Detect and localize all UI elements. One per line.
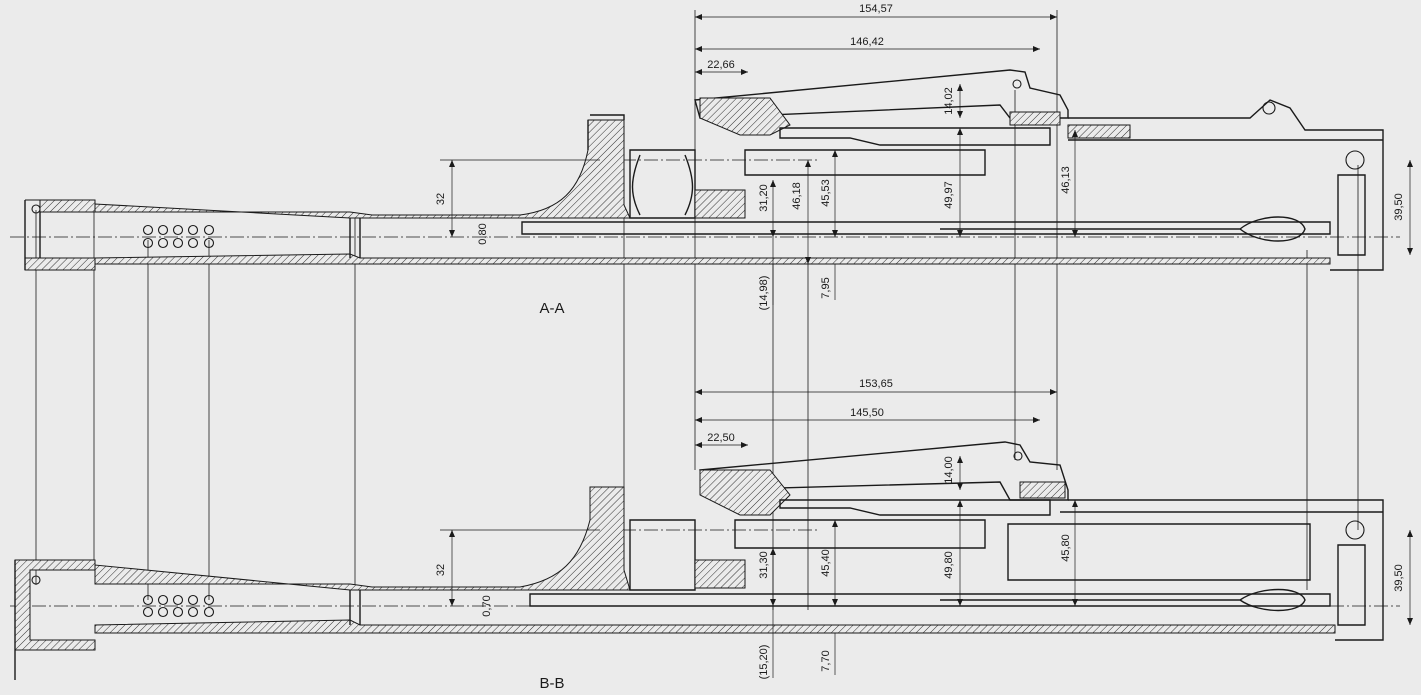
dim-h3-b: 45,40 <box>820 549 832 577</box>
dim-bore-height: 32 <box>435 193 447 205</box>
dim-lever-offset-b: 22,50 <box>707 432 735 444</box>
dim-overall-second-b: 145,50 <box>850 407 884 419</box>
vent-holes-a <box>142 224 215 249</box>
dim-lever-height-b: 14,00 <box>943 456 955 484</box>
dim-low-b: 7,70 <box>820 650 832 671</box>
dim-lever-offset: 22,66 <box>707 59 735 71</box>
dim-h1-b: 31,30 <box>758 551 770 579</box>
vent-holes-b <box>142 594 215 618</box>
dim-end-height-b: 39,50 <box>1393 564 1405 592</box>
section-label-b: B-B <box>539 675 564 692</box>
dim-h5-b: 45,80 <box>1060 534 1072 562</box>
dim-low: 7,95 <box>820 277 832 298</box>
dim-h5: 46,13 <box>1060 166 1072 194</box>
dimensions-b: 153,65 145,50 22,50 14,00 32 0,70 31,30 … <box>435 378 1413 680</box>
section-a-a: 154,57 146,42 22,66 14,02 32 0,80 31,20 … <box>10 3 1413 317</box>
section-b-b: 153,65 145,50 22,50 14,00 32 0,70 31,30 … <box>10 378 1413 692</box>
dim-bore-height-b: 32 <box>435 564 447 576</box>
dim-h3: 45,53 <box>820 179 832 207</box>
dim-h1: 31,20 <box>758 184 770 212</box>
section-label-a: A-A <box>539 300 564 317</box>
dim-h4: 49,97 <box>943 181 955 209</box>
dim-overall-top: 154,57 <box>859 3 893 15</box>
dim-h4-b: 49,80 <box>943 551 955 579</box>
dim-wall: 0,80 <box>477 223 489 244</box>
dim-wall-b: 0,70 <box>481 595 493 616</box>
dim-end-height: 39,50 <box>1393 193 1405 221</box>
dim-ref-b: (15,20) <box>758 645 770 680</box>
dim-ref: (14,98) <box>758 276 770 311</box>
dim-overall-top-b: 153,65 <box>859 378 893 390</box>
dim-h2: 46,18 <box>791 182 803 210</box>
dim-lever-height: 14,02 <box>943 87 955 115</box>
dim-overall-second: 146,42 <box>850 36 884 48</box>
dimensions-a: 154,57 146,42 22,66 14,02 32 0,80 31,20 … <box>435 3 1413 311</box>
